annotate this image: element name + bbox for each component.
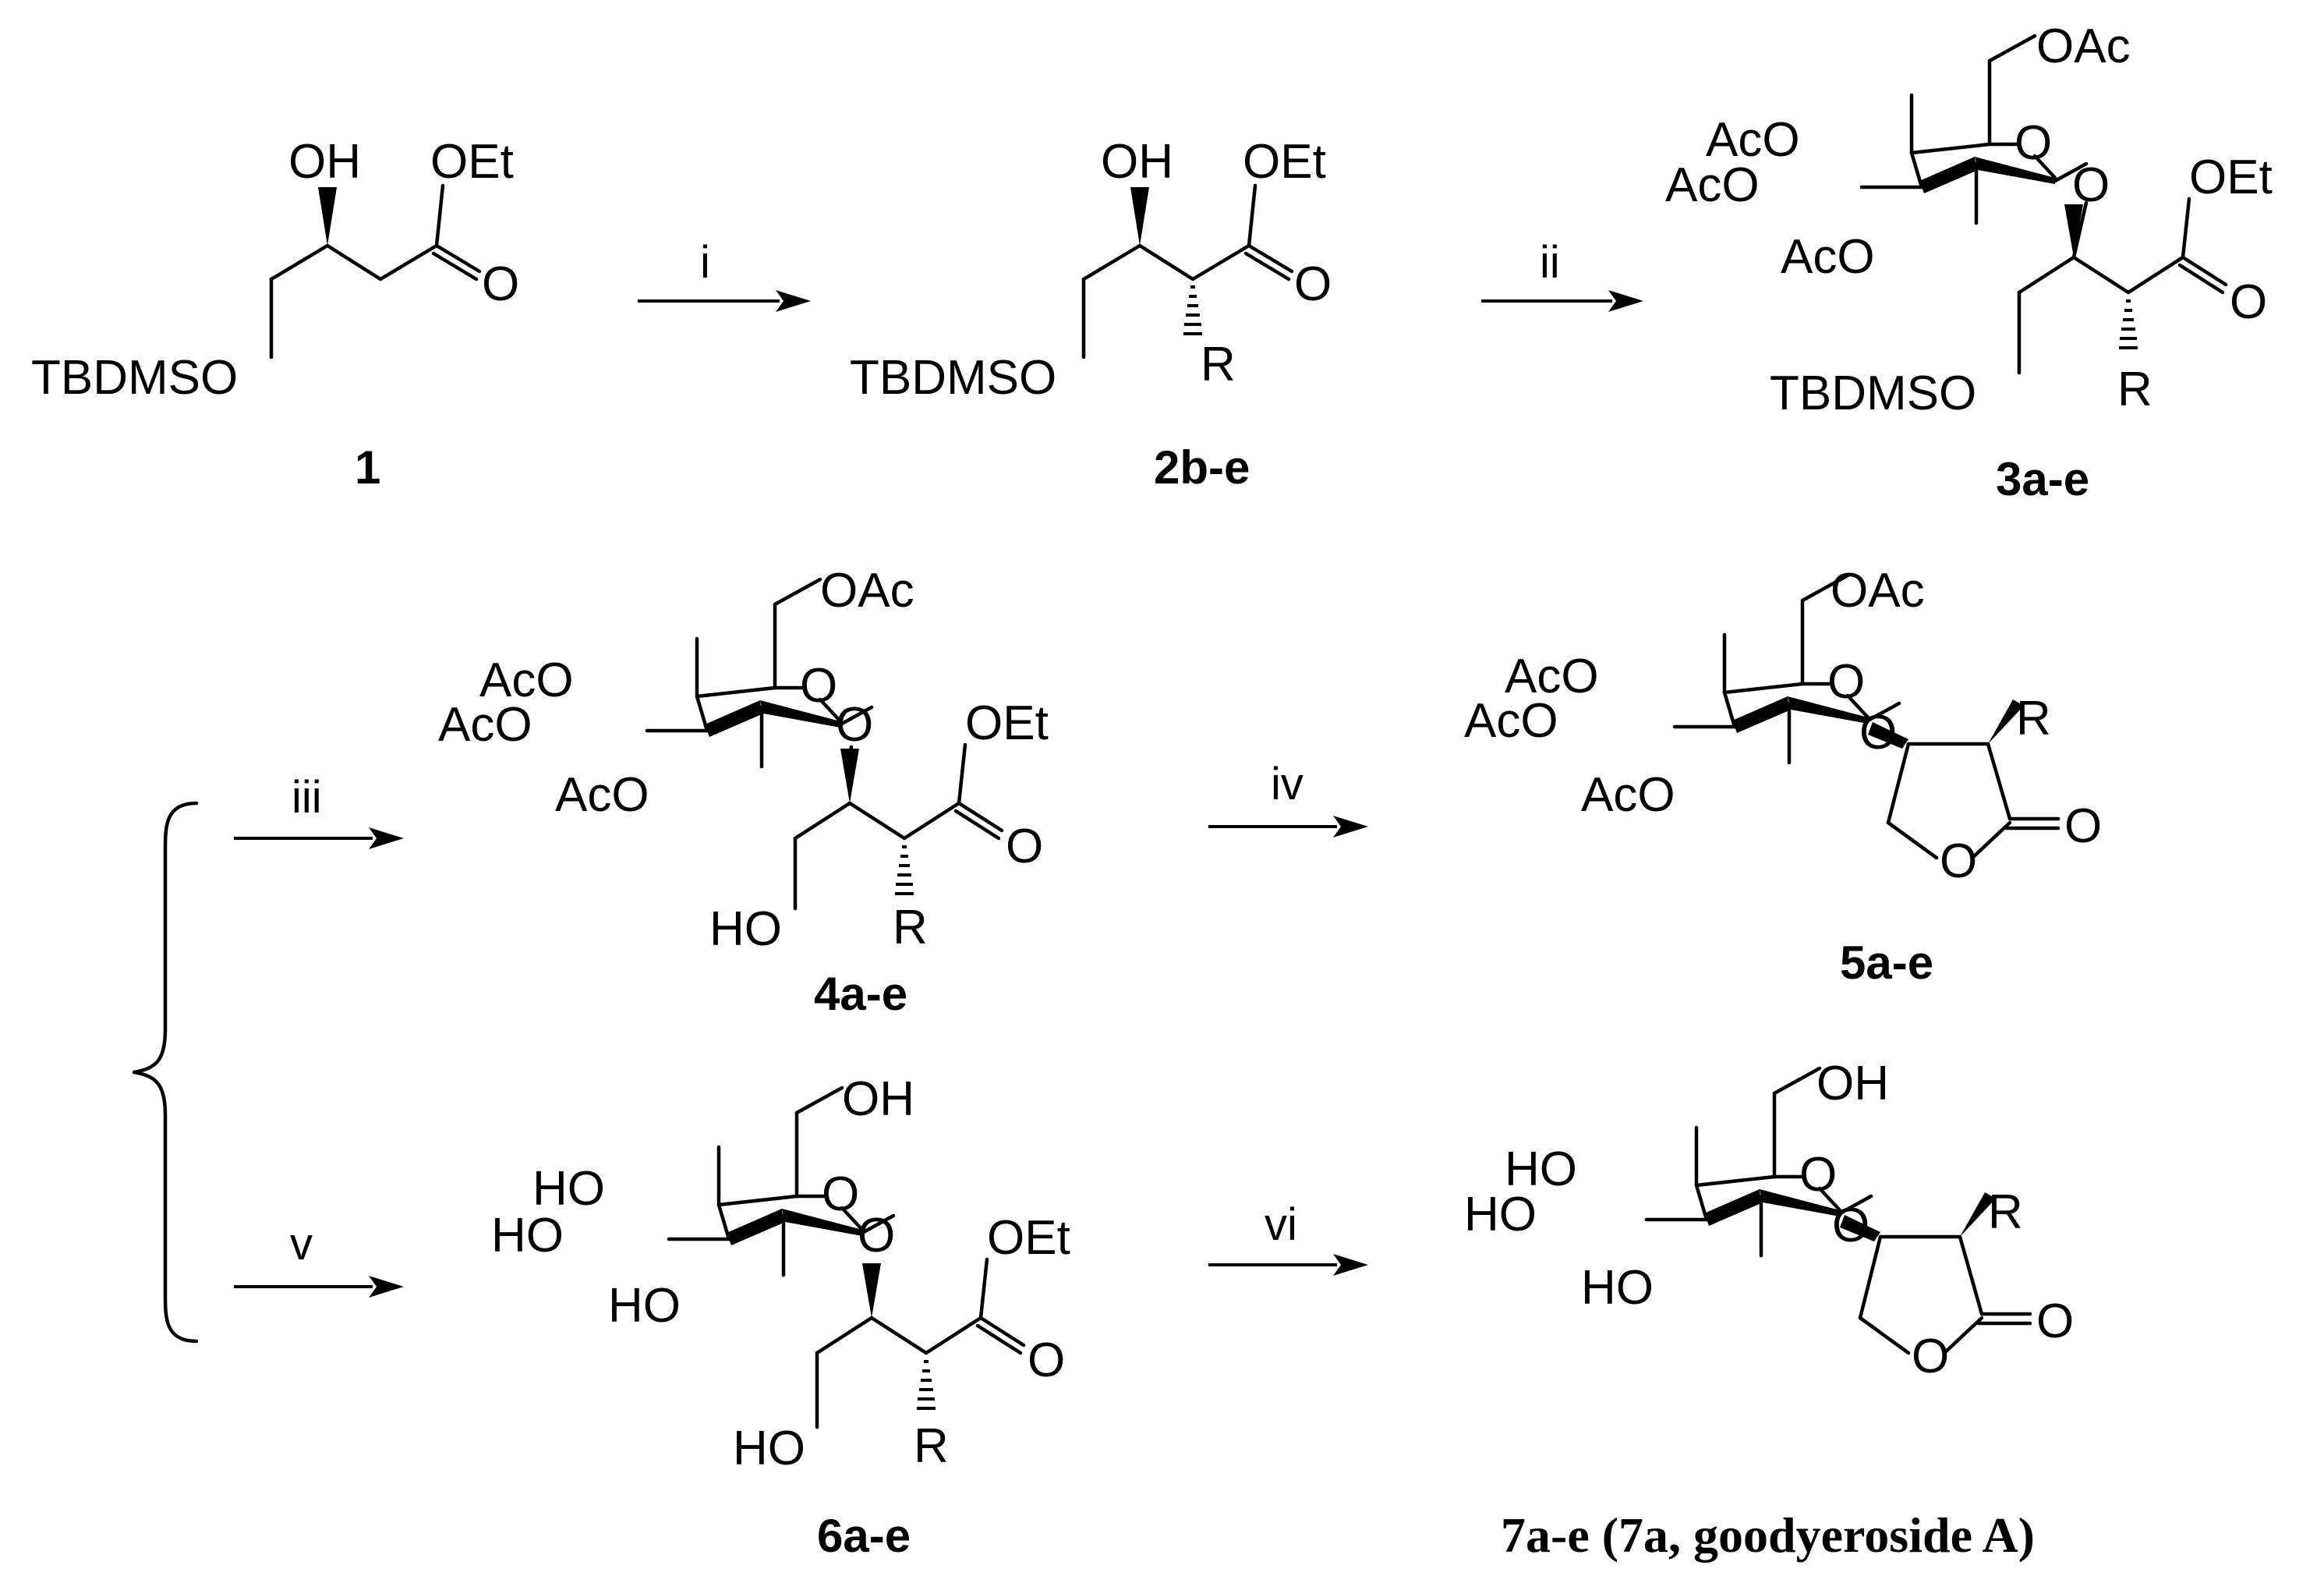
carbonyl-o-label: O xyxy=(1006,820,1043,873)
ho-3-label: HO xyxy=(491,1209,564,1263)
tbdmso-label: TBDMSO xyxy=(850,351,1056,405)
tbdmso-label: TBDMSO xyxy=(31,351,238,405)
r-group-label: R xyxy=(1988,1185,2023,1239)
compound-1-label: 1 xyxy=(355,441,380,494)
ho-3-label: HO xyxy=(1464,1188,1537,1241)
oh-6-label: OH xyxy=(842,1072,914,1126)
r-group-label: R xyxy=(914,1419,949,1473)
aco-3-label: AcO xyxy=(438,698,532,752)
ring-o-label: O xyxy=(1799,1148,1837,1202)
ester-oet-label: OEt xyxy=(2189,151,2273,204)
compound-2-label: 2b-e xyxy=(1154,441,1250,494)
carbonyl-o-label: O xyxy=(1028,1333,1065,1387)
carbonyl-o-label: O xyxy=(1294,257,1332,311)
reagent-v-label: v xyxy=(290,1219,313,1270)
hydroxymethyl-label: HO xyxy=(733,1422,805,1475)
ester-oet-label: OEt xyxy=(987,1211,1070,1265)
reagent-iv-label: iv xyxy=(1271,759,1303,809)
hydroxyl-label: OH xyxy=(288,135,361,189)
r-group-label: R xyxy=(893,901,928,954)
ester-oet-label: OEt xyxy=(430,135,514,189)
compound-5-label: 5a-e xyxy=(1840,937,1933,989)
reagent-vi-label: vi xyxy=(1265,1199,1297,1250)
ring-o-label: O xyxy=(800,659,837,713)
lactone-ring-o-label: O xyxy=(1912,1330,1949,1383)
aco-4-label: AcO xyxy=(479,653,574,707)
lactone-carbonyl-o-label: O xyxy=(2064,799,2102,853)
aco-4-label: AcO xyxy=(1505,650,1599,703)
reagent-iii-label: iii xyxy=(292,772,322,823)
aco-2-label: AcO xyxy=(1581,768,1675,822)
arrow-ii: ii xyxy=(1481,237,1643,312)
r-group-label: R xyxy=(2016,692,2051,745)
r-group-label: R xyxy=(2117,363,2152,416)
compound-6-label: 6a-e xyxy=(817,1510,911,1562)
aco-2-label: AcO xyxy=(555,768,649,822)
hydroxymethyl-label: HO xyxy=(709,902,782,956)
compound-7-label: 7a-e (7a, goodyeroside A) xyxy=(1501,1507,2035,1563)
ring-o-label: O xyxy=(2014,116,2052,170)
compound-4-label: 4a-e xyxy=(814,968,907,1020)
branch-brace xyxy=(132,801,199,1344)
aco-3-label: AcO xyxy=(1464,694,1558,748)
reagent-ii-label: ii xyxy=(1540,237,1560,288)
compound-4-structure: O O OAc AcO AcO AcO OEt O HO R xyxy=(438,564,1049,956)
glycosidic-o-label: O xyxy=(858,1209,895,1263)
ho-2-label: HO xyxy=(608,1279,681,1333)
arrow-v: v xyxy=(234,1219,404,1298)
compound-5-structure: O O OAc AcO AcO AcO R O O xyxy=(1464,564,2102,888)
glycosidic-o-label: O xyxy=(2072,158,2110,212)
glycosidic-o-label: O xyxy=(1832,1199,1869,1252)
carbonyl-o-label: O xyxy=(2230,275,2267,329)
reagent-i-label: i xyxy=(700,237,710,288)
hydroxyl-label: OH xyxy=(1101,135,1173,189)
arrow-iv: iv xyxy=(1208,759,1368,838)
ester-oet-label: OEt xyxy=(965,696,1049,750)
ring-o-label: O xyxy=(822,1167,859,1221)
compound-7-structure: O O OH HO HO HO R O O xyxy=(1464,1057,2074,1383)
ester-oet-label: OEt xyxy=(1243,135,1326,189)
glycosidic-o-label: O xyxy=(836,698,873,752)
tbdmso-label: TBDMSO xyxy=(1770,367,1976,420)
oac-6-label: OAc xyxy=(2036,19,2131,73)
arrow-vi: vi xyxy=(1208,1199,1368,1276)
ho-2-label: HO xyxy=(1581,1261,1654,1315)
oac-6-label: OAc xyxy=(1831,564,1925,618)
compound-2-structure: OH OEt O TBDMSO R xyxy=(850,135,1332,405)
ho-4-label: HO xyxy=(532,1162,605,1216)
ring-o-label: O xyxy=(1827,655,1865,709)
compound-1-structure: OH OEt O TBDMSO xyxy=(31,135,519,405)
glycosidic-o-label: O xyxy=(1859,706,1897,760)
compound-6-structure: O O OH HO HO HO OEt O HO R xyxy=(491,1072,1070,1475)
compound-3-label: 3a-e xyxy=(1996,453,2089,505)
aco-2-label: AcO xyxy=(1781,230,1875,284)
compound-3-structure: O O OAc AcO AcO AcO OEt O TBDMSO R xyxy=(1665,19,2273,420)
aco-4-label: AcO xyxy=(1706,113,1800,167)
carbonyl-o-label: O xyxy=(482,257,519,311)
oac-6-label: OAc xyxy=(820,564,914,618)
arrow-i: i xyxy=(638,237,811,312)
ho-4-label: HO xyxy=(1505,1142,1577,1196)
r-group-label: R xyxy=(1201,338,1236,391)
arrow-iii: iii xyxy=(234,772,404,849)
aco-3-label: AcO xyxy=(1665,158,1760,212)
oh-6-label: OH xyxy=(1816,1057,1889,1110)
lactone-ring-o-label: O xyxy=(1940,834,1977,888)
lactone-carbonyl-o-label: O xyxy=(2036,1294,2074,1348)
